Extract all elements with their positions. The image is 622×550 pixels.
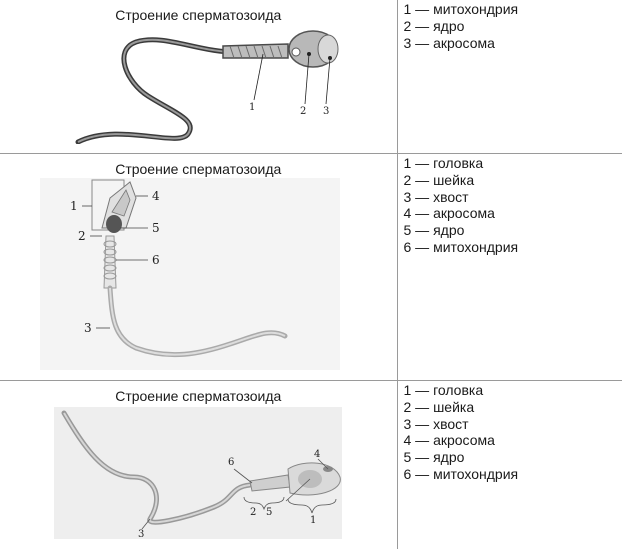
legend-item: 4 — акросома	[403, 205, 495, 222]
table-row: Строение сперматозоида 4	[0, 380, 622, 549]
table-row: Строение сперматозоида	[0, 153, 622, 381]
legend-cell: 1 — митохондрия 2 — ядро 3 — акросома	[396, 0, 622, 154]
diagram-cell: Строение сперматозоида	[0, 153, 398, 381]
legend-item: 3 — хвост	[403, 188, 469, 205]
legend-cell: 1 — головка 2 — шейка 3 — хвост 4 — акро…	[396, 153, 622, 381]
label-6: 6	[152, 253, 160, 267]
label-2: 2	[300, 106, 306, 117]
label-2: 2	[78, 229, 86, 243]
sperm-diagram-1: 1 2 3	[75, 30, 339, 144]
sperm-diagram-2: 1 4 5 2 6 3	[40, 178, 340, 370]
label-1: 1	[249, 102, 255, 113]
legend-item: 5 — ядро	[403, 449, 465, 466]
legend-item: 2 — шейка	[403, 398, 475, 415]
acrosome	[317, 34, 339, 64]
label-6: 6	[228, 457, 234, 468]
legend-item: 3 — хвост	[403, 415, 469, 432]
legend-item: 1 — головка	[403, 155, 484, 171]
legend-item: 3 — акросома	[403, 34, 495, 51]
label-2: 2	[250, 507, 256, 518]
label-3: 3	[323, 106, 329, 117]
legend-item: 6 — митохондрия	[403, 238, 519, 255]
legend-item: 2 — шейка	[403, 171, 475, 188]
legend-list: 1 — головка 2 — шейка 3 — хвост 4 — акро…	[398, 381, 622, 483]
legend-item: 2 — ядро	[403, 17, 465, 34]
diagram-cell: Строение сперматозоида 4	[0, 380, 398, 549]
label-4: 4	[152, 189, 160, 203]
table-row: Строение сперматозоида	[0, 0, 622, 154]
label-3: 3	[84, 321, 92, 335]
legend-item: 1 — головка	[403, 382, 484, 398]
legend-item: 1 — митохондрия	[403, 1, 519, 17]
sperm-diagram-3: 4 6 2 5 1 3	[54, 407, 343, 539]
label-5: 5	[266, 507, 272, 518]
label-3: 3	[138, 529, 144, 539]
diagram-caption: Строение сперматозоида	[115, 161, 282, 177]
legend-list: 1 — головка 2 — шейка 3 — хвост 4 — акро…	[398, 154, 622, 256]
diagram-caption: Строение сперматозоида	[115, 7, 282, 23]
tail	[75, 37, 233, 144]
label-5: 5	[152, 221, 160, 235]
diagram-cell: Строение сперматозоида	[0, 0, 398, 154]
label-1: 1	[70, 199, 78, 213]
legend-item: 6 — митохондрия	[403, 465, 519, 482]
legend-list: 1 — митохондрия 2 — ядро 3 — акросома	[398, 0, 622, 51]
legend-item: 5 — ядро	[403, 222, 465, 239]
label-4: 4	[314, 449, 320, 460]
legend-cell: 1 — головка 2 — шейка 3 — хвост 4 — акро…	[396, 380, 622, 549]
label-1: 1	[310, 515, 316, 526]
diagram-caption: Строение сперматозоида	[115, 388, 282, 404]
nucleus	[106, 215, 122, 233]
legend-item: 4 — акросома	[403, 432, 495, 449]
